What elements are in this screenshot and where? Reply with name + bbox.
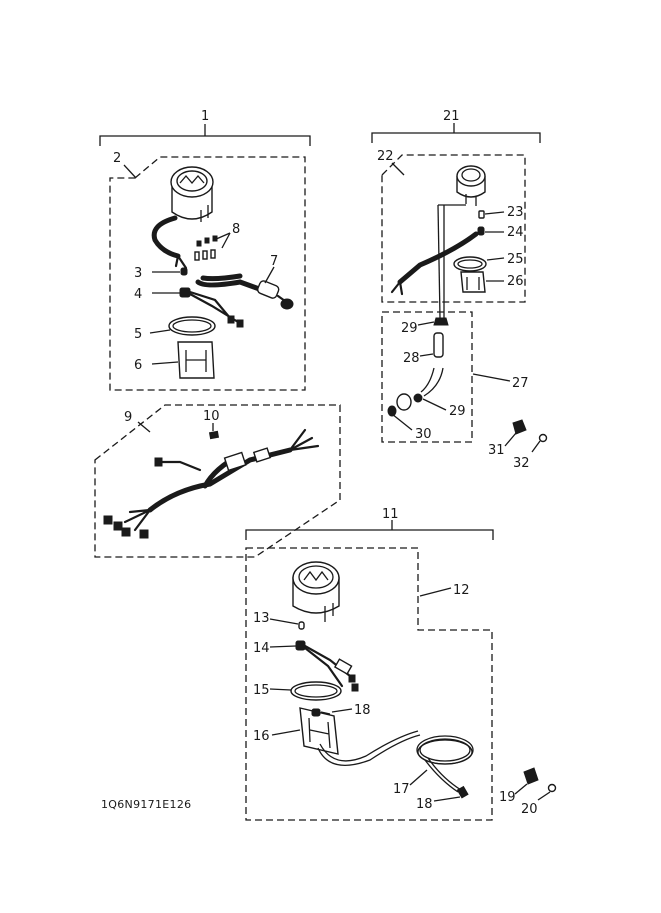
group-27-assembly: 27 29 28 29 30 xyxy=(381,311,529,443)
callout-20: 20 xyxy=(521,802,538,817)
callout-15: 15 xyxy=(253,683,270,698)
callout-29b: 29 xyxy=(449,404,466,419)
part-18-screw-top xyxy=(311,708,331,717)
callout-27: 27 xyxy=(512,376,529,391)
part-13 xyxy=(298,621,305,630)
part-16-bracket xyxy=(299,707,339,755)
callout-11: 11 xyxy=(382,507,399,522)
callout-18b: 18 xyxy=(416,797,433,812)
part-7-lead-wire xyxy=(195,273,294,310)
callout-12: 12 xyxy=(453,583,470,598)
callout-9: 9 xyxy=(124,410,132,425)
gauge-meter xyxy=(170,166,214,222)
callout-2: 2 xyxy=(113,151,121,166)
gauge-large xyxy=(292,561,340,622)
drawing-code: 1Q6N9171E126 xyxy=(101,798,191,811)
callout-5: 5 xyxy=(134,327,142,342)
callout-7: 7 xyxy=(270,254,278,269)
callout-22: 22 xyxy=(377,149,394,164)
group-1-assembly: 1 2 8 3 xyxy=(99,109,311,391)
callout-3: 3 xyxy=(134,266,142,281)
callout-24: 24 xyxy=(507,225,524,240)
callout-19: 19 xyxy=(499,790,516,805)
callout-26: 26 xyxy=(507,274,524,289)
group-21-assembly: 21 22 23 24 25 26 xyxy=(371,109,541,319)
callout-18a: 18 xyxy=(354,703,371,718)
callout-1: 1 xyxy=(201,109,209,124)
callout-21: 21 xyxy=(443,109,460,124)
callout-8: 8 xyxy=(232,222,240,237)
part-3-terminal xyxy=(180,267,188,276)
group-9-harness: 9 10 xyxy=(94,404,341,558)
part-14-connector xyxy=(295,640,359,692)
part-4-connector xyxy=(179,287,244,328)
callout-23: 23 xyxy=(507,205,524,220)
part-6-bracket xyxy=(177,341,215,379)
part-29-nut-top xyxy=(433,317,449,326)
callout-16: 16 xyxy=(253,729,270,744)
callout-4: 4 xyxy=(134,287,142,302)
part-25-ring xyxy=(453,256,487,272)
part-26-bracket xyxy=(460,271,486,293)
callout-14: 14 xyxy=(253,641,270,656)
callout-25: 25 xyxy=(507,252,524,267)
callout-30: 30 xyxy=(415,427,432,442)
callout-6: 6 xyxy=(134,358,142,373)
callout-31: 31 xyxy=(488,443,505,458)
part-29-nut-side xyxy=(413,393,423,403)
part-23 xyxy=(478,210,485,219)
part-8-terminals xyxy=(194,232,231,261)
callout-10: 10 xyxy=(203,409,220,424)
gauge-small xyxy=(456,165,486,206)
callout-13: 13 xyxy=(253,611,270,626)
part-28-hose xyxy=(433,332,444,358)
callout-28: 28 xyxy=(403,351,420,366)
group-11-assembly: 11 12 13 14 15 xyxy=(245,507,494,821)
parts-31-32: 31 32 xyxy=(488,419,548,471)
callout-29a: 29 xyxy=(401,321,418,336)
callout-17: 17 xyxy=(393,782,410,797)
part-17-pitot-tube xyxy=(317,730,474,799)
part-10-clip xyxy=(208,430,220,440)
parts-19-20: 19 20 xyxy=(499,767,557,817)
part-30-fitting xyxy=(387,393,412,417)
part-24 xyxy=(477,226,485,236)
callout-32: 32 xyxy=(513,456,530,471)
